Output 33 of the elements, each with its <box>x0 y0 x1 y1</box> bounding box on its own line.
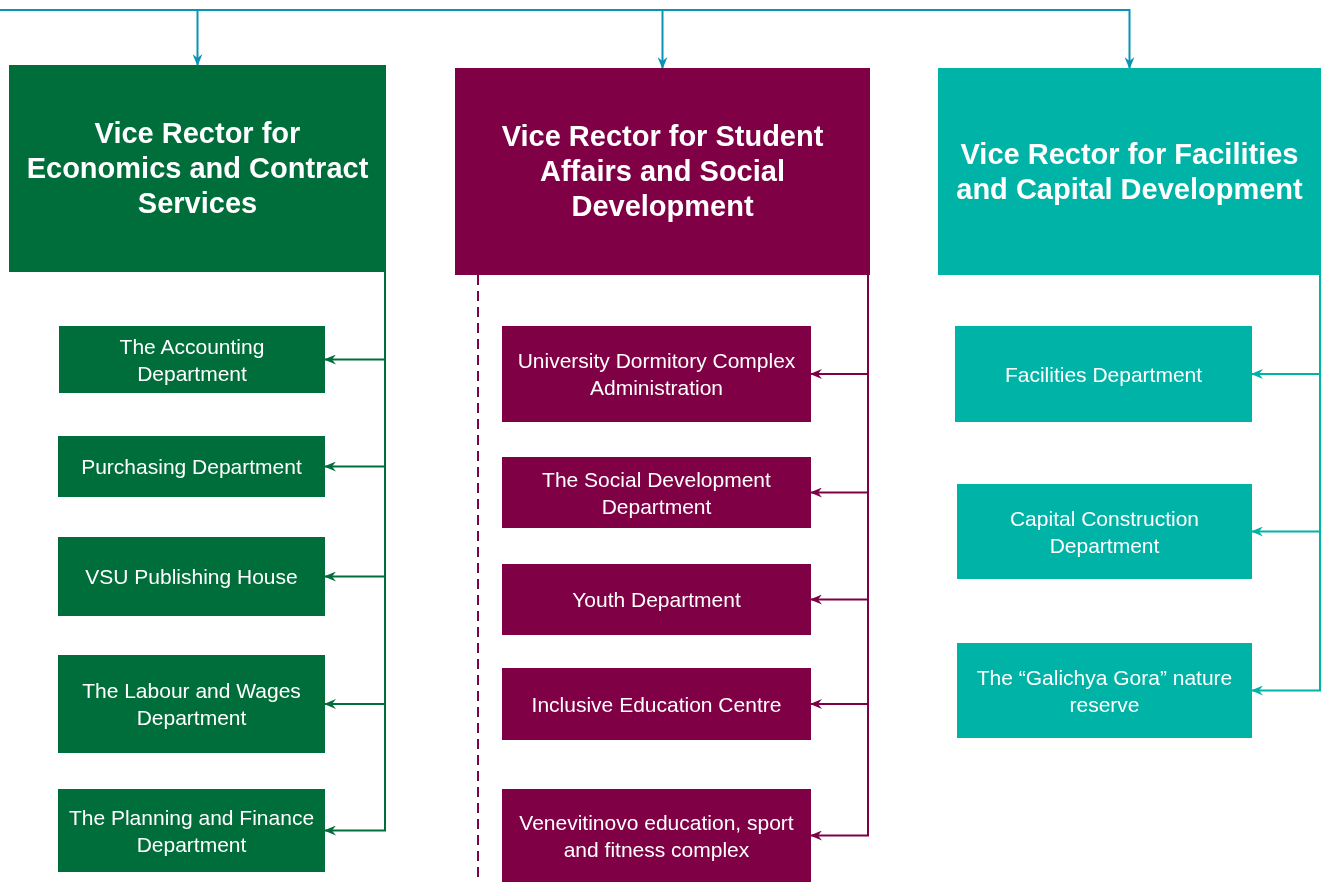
department-box <box>957 643 1252 738</box>
box-label: University Dormitory Complex Administration <box>516 348 797 401</box>
box-label: VSU Publishing House <box>85 564 298 590</box>
box-label: Facilities Department <box>1004 361 1203 388</box>
box-label: The Labour and Wages Department <box>81 678 302 731</box>
vice-rector-box <box>9 65 386 272</box>
department-box <box>957 484 1252 579</box>
arrow <box>0 9 1135 69</box>
box-label: Purchasing Department <box>81 454 302 480</box>
vice-rector-box <box>455 68 870 275</box>
department-box <box>502 564 811 635</box>
department-box <box>502 326 811 422</box>
department-box <box>58 655 325 753</box>
box-title: Vice Rector for Facilities and Capital Development <box>955 136 1304 207</box>
department-box <box>58 537 325 616</box>
vice-rector-box <box>938 68 1321 275</box>
department-box <box>502 457 811 528</box>
box-title: Vice Rector for Student Affairs and Social Development <box>500 119 825 224</box>
box-label: The Accounting Department <box>118 333 266 387</box>
box-label: The “Galichya Gora” nature reserve <box>975 664 1234 718</box>
department-box <box>502 668 811 740</box>
box-label: Youth Department <box>572 587 741 613</box>
box-label: Capital Construction Department <box>1008 505 1201 559</box>
box-title: Vice Rector for Economics and Contract Services <box>25 116 370 221</box>
box-label: Inclusive Education Centre <box>531 691 782 718</box>
box-label: The Planning and Finance Department <box>67 804 316 858</box>
department-box <box>502 789 811 882</box>
department-box <box>58 789 325 872</box>
department-box <box>58 436 325 497</box>
department-box <box>955 326 1252 422</box>
box-label: Venevitinovo education, sport and fitness complex <box>518 809 795 863</box>
department-box <box>59 326 325 393</box>
box-label: The Social Development Department <box>541 466 772 520</box>
